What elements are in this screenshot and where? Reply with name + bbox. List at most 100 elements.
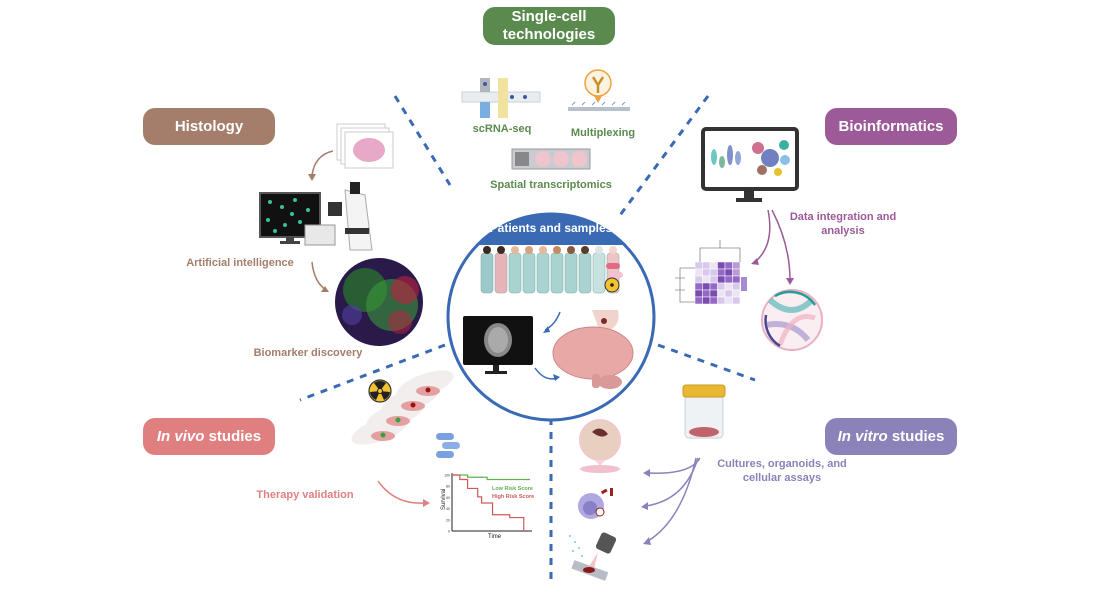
heatmap-cell xyxy=(709,268,718,277)
therapy-validation-label: Therapy validation xyxy=(256,489,354,501)
bioinformatics-header: Bioinformatics xyxy=(825,108,957,145)
in-vivo-title-rest: studies xyxy=(204,427,262,445)
tissue-sample-icon xyxy=(592,310,619,332)
single-cell-title-line1: Single-cell xyxy=(511,8,587,25)
single-cell-header: Single-cell technologies xyxy=(483,7,615,45)
heatmap-cell xyxy=(724,282,733,291)
legend-low-risk: Low Risk Score xyxy=(492,486,533,492)
in-vivo-title-em: In vivo xyxy=(156,427,205,445)
radiation-icon xyxy=(368,379,392,403)
center-title: Patients and samples xyxy=(489,221,613,235)
divider-top-left xyxy=(393,95,452,186)
arrow-ai-to-biomarker xyxy=(311,261,327,291)
arrowhead xyxy=(553,374,560,381)
y-tick-label: 0 xyxy=(448,530,450,534)
in-vitro-header: In vitro studies xyxy=(825,418,957,455)
heatmap-cell xyxy=(717,275,726,284)
legend-high-risk: High Risk Score xyxy=(492,494,534,500)
multiplex-tissue-image-icon xyxy=(335,258,423,346)
single-cell-title-line2: technologies xyxy=(502,26,596,43)
scrna-seq-icon xyxy=(461,78,541,118)
heatmap-cell xyxy=(724,261,733,270)
in-vitro-title-rest: studies xyxy=(887,427,945,445)
immune-cell-icon xyxy=(578,488,613,519)
heatmap-cell xyxy=(709,261,718,270)
heatmap-cell xyxy=(694,296,703,305)
arrow-to-slide-assay xyxy=(647,457,697,542)
heatmap-cell xyxy=(732,275,741,284)
arrowhead xyxy=(321,286,329,292)
heatmap-cell xyxy=(732,296,741,305)
in-vivo-header: In vivo studies xyxy=(143,418,275,455)
cultures-label: Cultures, organoids, and cellular assays xyxy=(712,457,852,485)
heatmap-cell xyxy=(717,261,726,270)
heatmap-cell xyxy=(717,289,726,298)
heatmap-cell xyxy=(709,289,718,298)
sample-jar-icon xyxy=(682,384,726,439)
arrow-to-organoid xyxy=(647,457,701,474)
heatmap-cell xyxy=(709,296,718,305)
divider-right xyxy=(657,343,756,382)
arrowhead xyxy=(643,537,651,545)
arrow-to-heatmap xyxy=(754,209,771,263)
x-axis-label: Time xyxy=(488,534,502,540)
arrowhead xyxy=(751,258,759,265)
arrow-therapy-to-chart xyxy=(377,480,426,504)
heatmap-cell xyxy=(732,289,741,298)
radiation-icon xyxy=(604,277,620,293)
mri-monitor-icon xyxy=(463,316,533,374)
heatmap-icon xyxy=(675,240,747,305)
arrowhead xyxy=(786,278,794,285)
arrow-to-chord xyxy=(771,209,791,281)
pills-icon xyxy=(606,263,623,278)
cultures-line1: Cultures, organoids, and xyxy=(717,458,847,470)
heatmap-cell xyxy=(709,275,718,284)
y-tick-label: 60 xyxy=(446,496,450,500)
chord-diagram-icon xyxy=(761,289,823,351)
microscope-icon xyxy=(304,182,373,251)
patients-group-icon xyxy=(480,246,620,294)
arrow-slides-to-microscope xyxy=(311,150,334,176)
y-tick-label: 80 xyxy=(446,485,450,489)
heatmap-cell xyxy=(732,282,741,291)
histology-header: Histology xyxy=(143,108,275,145)
arrowhead xyxy=(543,326,550,333)
y-tick-label: 20 xyxy=(446,518,450,522)
mouse-models-icon xyxy=(351,370,454,445)
heatmap-cell xyxy=(702,261,711,270)
heatmap-cell xyxy=(702,282,711,291)
arrowhead xyxy=(643,469,650,477)
heatmap-cell xyxy=(717,268,726,277)
heatmap-cell xyxy=(694,261,703,270)
multiplexing-icon xyxy=(568,69,630,111)
heatmap-cell xyxy=(702,275,711,284)
spatial-transcriptomics-label: Spatial transcriptomics xyxy=(490,179,612,191)
divider-left xyxy=(299,343,446,402)
heatmap-cell xyxy=(717,296,726,305)
series-line-low-risk-score xyxy=(452,474,530,481)
arrow-to-cell-assay xyxy=(645,457,699,507)
brain-icon xyxy=(552,326,634,389)
heatmap-cell xyxy=(724,296,733,305)
heatmap-cell xyxy=(694,289,703,298)
heatmap-cell xyxy=(717,282,726,291)
multiplexing-label: Multiplexing xyxy=(570,127,636,139)
heatmap-cell xyxy=(724,289,733,298)
heatmap-cell xyxy=(694,275,703,284)
y-axis-label: Survival xyxy=(441,489,447,510)
heatmap-cell xyxy=(724,268,733,277)
data-integration-label: Data integration and analysis xyxy=(788,210,898,238)
biomarker-discovery-label: Biomarker discovery xyxy=(253,347,363,359)
heatmap-cell xyxy=(724,275,733,284)
scrna-seq-label: scRNA-seq xyxy=(472,123,532,135)
divider-top-right xyxy=(616,95,710,219)
arrowhead xyxy=(641,502,648,510)
data-integration-line2: analysis xyxy=(821,225,865,237)
heatmap-cell xyxy=(709,282,718,291)
heatmap-cell xyxy=(732,261,741,270)
histology-slides-icon xyxy=(336,123,394,169)
analysis-monitor-icon xyxy=(701,127,799,202)
heatmap-cell xyxy=(694,268,703,277)
artificial-intelligence-label: Artificial intelligence xyxy=(186,257,294,269)
